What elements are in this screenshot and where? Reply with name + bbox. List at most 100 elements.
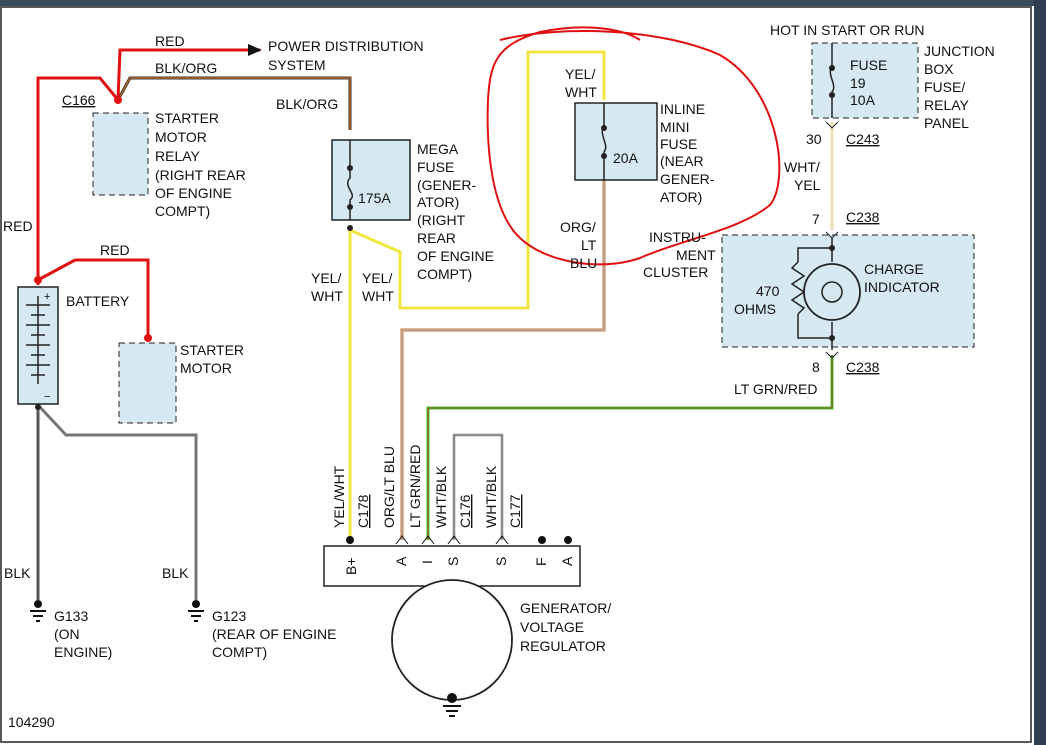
mega-fuse-label-2: FUSE (417, 159, 454, 175)
generator-icon (391, 579, 513, 701)
ground-g133-label-2: (ON (54, 626, 80, 642)
splice-battery-pos (34, 276, 42, 284)
ground-g133-icon (30, 600, 46, 622)
mega-fuse-label-8: COMPT) (417, 266, 472, 282)
splice-relay (114, 96, 122, 104)
wire-label-wht-yel-1: WHT/ (784, 159, 820, 175)
wire-label-org-lt-blu-3: BLU (570, 255, 597, 271)
junction-box (811, 42, 919, 119)
connector-c176: C176 (457, 494, 473, 528)
wire-label-lt-grn-red: LT GRN/RED (734, 381, 818, 397)
battery-label: BATTERY (66, 293, 130, 309)
instrument-cluster-box (721, 234, 975, 348)
connector-c166: C166 (62, 92, 96, 108)
gen-wire-wht-blk-1: WHT/BLK (433, 465, 449, 528)
resistor-icon (790, 261, 806, 315)
wire-label-yel-wht-mid-1: YEL/ (362, 270, 392, 286)
wire-label-red-left: RED (3, 218, 33, 234)
wire-label-blk-g133: BLK (4, 565, 31, 581)
connector-c177: C177 (507, 494, 523, 528)
blk-org-wire-stripe (117, 77, 351, 130)
mega-fuse-rating: 175A (358, 190, 391, 206)
junction-box-label-1: JUNCTION (924, 43, 995, 59)
c238-bot-connector-icon (825, 351, 839, 359)
resistor-label-1: 470 (756, 283, 780, 299)
junction-fuse-label-1: FUSE (850, 57, 887, 73)
mega-fuse-label-6: REAR (417, 230, 456, 246)
starter-relay-label-3: RELAY (155, 148, 201, 164)
wire-label-org-lt-blu-1: ORG/ (560, 219, 596, 235)
wire-label-blk-org-mega: BLK/ORG (276, 96, 338, 112)
red-wire-starter (37, 258, 150, 338)
terminal-a: A (393, 556, 409, 566)
inline-fuse-label-4: (NEAR (660, 153, 704, 169)
cluster-label-2: MENT (676, 247, 716, 263)
wire-label-red-top: RED (155, 33, 185, 49)
inline-fuse-rating: 20A (613, 150, 639, 166)
starter-relay-label-2: MOTOR (155, 129, 207, 145)
red-wire-battery (36, 76, 120, 285)
ground-g133-label-3: ENGINE) (54, 644, 112, 660)
hot-in-start-label: HOT IN START OR RUN (770, 22, 925, 38)
generator-terminal-block (323, 545, 581, 587)
terminal-i: I (419, 560, 435, 564)
gen-wire-org-lt-blu: ORG/LT BLU (381, 446, 397, 528)
terminal-bplus: B+ (343, 557, 359, 575)
connector-c178: C178 (355, 494, 371, 528)
ground-g133-label-1: G133 (54, 608, 88, 624)
blk-wire-g123 (36, 403, 198, 600)
connector-c238-top: C238 (846, 209, 880, 225)
diagram-id: 104290 (8, 714, 55, 730)
starter-relay-label-4: (RIGHT REAR (155, 167, 246, 183)
terminal-a2: A (559, 556, 575, 566)
window-scrollbar[interactable] (1034, 0, 1046, 745)
inline-fuse-label-5: GENER- (660, 171, 715, 187)
starter-relay-label-5: OF ENGINE (155, 185, 232, 201)
ground-g123-icon (188, 600, 204, 622)
wire-label-org-lt-blu-2: LT (581, 237, 597, 253)
terminal-s1: S (445, 557, 461, 566)
charge-indicator-label-2: INDICATOR (864, 279, 940, 295)
ground-g123-label-1: G123 (212, 608, 246, 624)
lt-grn-red-stripe (427, 355, 833, 540)
junction-box-label-5: PANEL (924, 115, 969, 131)
resistor-label-2: OHMS (734, 301, 776, 317)
junction-box-label-3: FUSE/ (924, 79, 965, 95)
wire-label-yel-wht-inline-1: YEL/ (565, 66, 595, 82)
inline-fuse-box (574, 102, 658, 181)
junction-box-label-4: RELAY (924, 97, 970, 113)
battery-cells (26, 304, 50, 376)
inline-fuse-label-2: MINI (660, 119, 690, 135)
mega-fuse-box (331, 139, 411, 221)
wire-label-wht-yel-2: YEL (794, 177, 821, 193)
wire-label-blk-g123: BLK (162, 565, 189, 581)
mega-fuse-label-3: (GENER- (417, 177, 476, 193)
connector-c243-pin: 30 (806, 131, 822, 147)
wire-label-red-starter: RED (100, 242, 130, 258)
gen-wire-yel-wht: YEL/WHT (331, 465, 347, 528)
junction-fuse-label-3: 10A (850, 92, 876, 108)
gen-wire-lt-grn-red: LT GRN/RED (407, 445, 423, 529)
power-distribution-label-2: SYSTEM (268, 57, 326, 73)
wire-label-yel-wht-left-1: YEL/ (311, 270, 341, 286)
starter-motor-label-2: MOTOR (180, 360, 232, 376)
starter-relay-label-6: COMPT) (155, 203, 210, 219)
connector-c238-top-pin: 7 (812, 211, 820, 227)
cluster-label-1: INSTRU- (649, 229, 706, 245)
connector-c238-bot-pin: 8 (812, 359, 820, 375)
battery-minus: − (44, 391, 50, 403)
wire-label-yel-wht-mid-2: WHT (362, 288, 394, 304)
wire-label-yel-wht-left-2: WHT (311, 288, 343, 304)
inline-fuse-label-3: FUSE (660, 136, 697, 152)
connector-c243: C243 (846, 131, 880, 147)
splice-starter (144, 334, 152, 342)
junction-box-label-2: BOX (924, 61, 954, 77)
mega-fuse-label-7: OF ENGINE (417, 248, 494, 264)
inline-fuse-label-1: INLINE (660, 101, 705, 117)
terminal-f: F (533, 557, 549, 566)
starter-relay-label-1: STARTER (155, 110, 219, 126)
ground-g123-label-3: COMPT) (212, 644, 267, 660)
cluster-label-3: CLUSTER (643, 264, 708, 280)
mega-fuse-label-1: MEGA (417, 141, 459, 157)
power-arrow-icon (248, 44, 262, 56)
